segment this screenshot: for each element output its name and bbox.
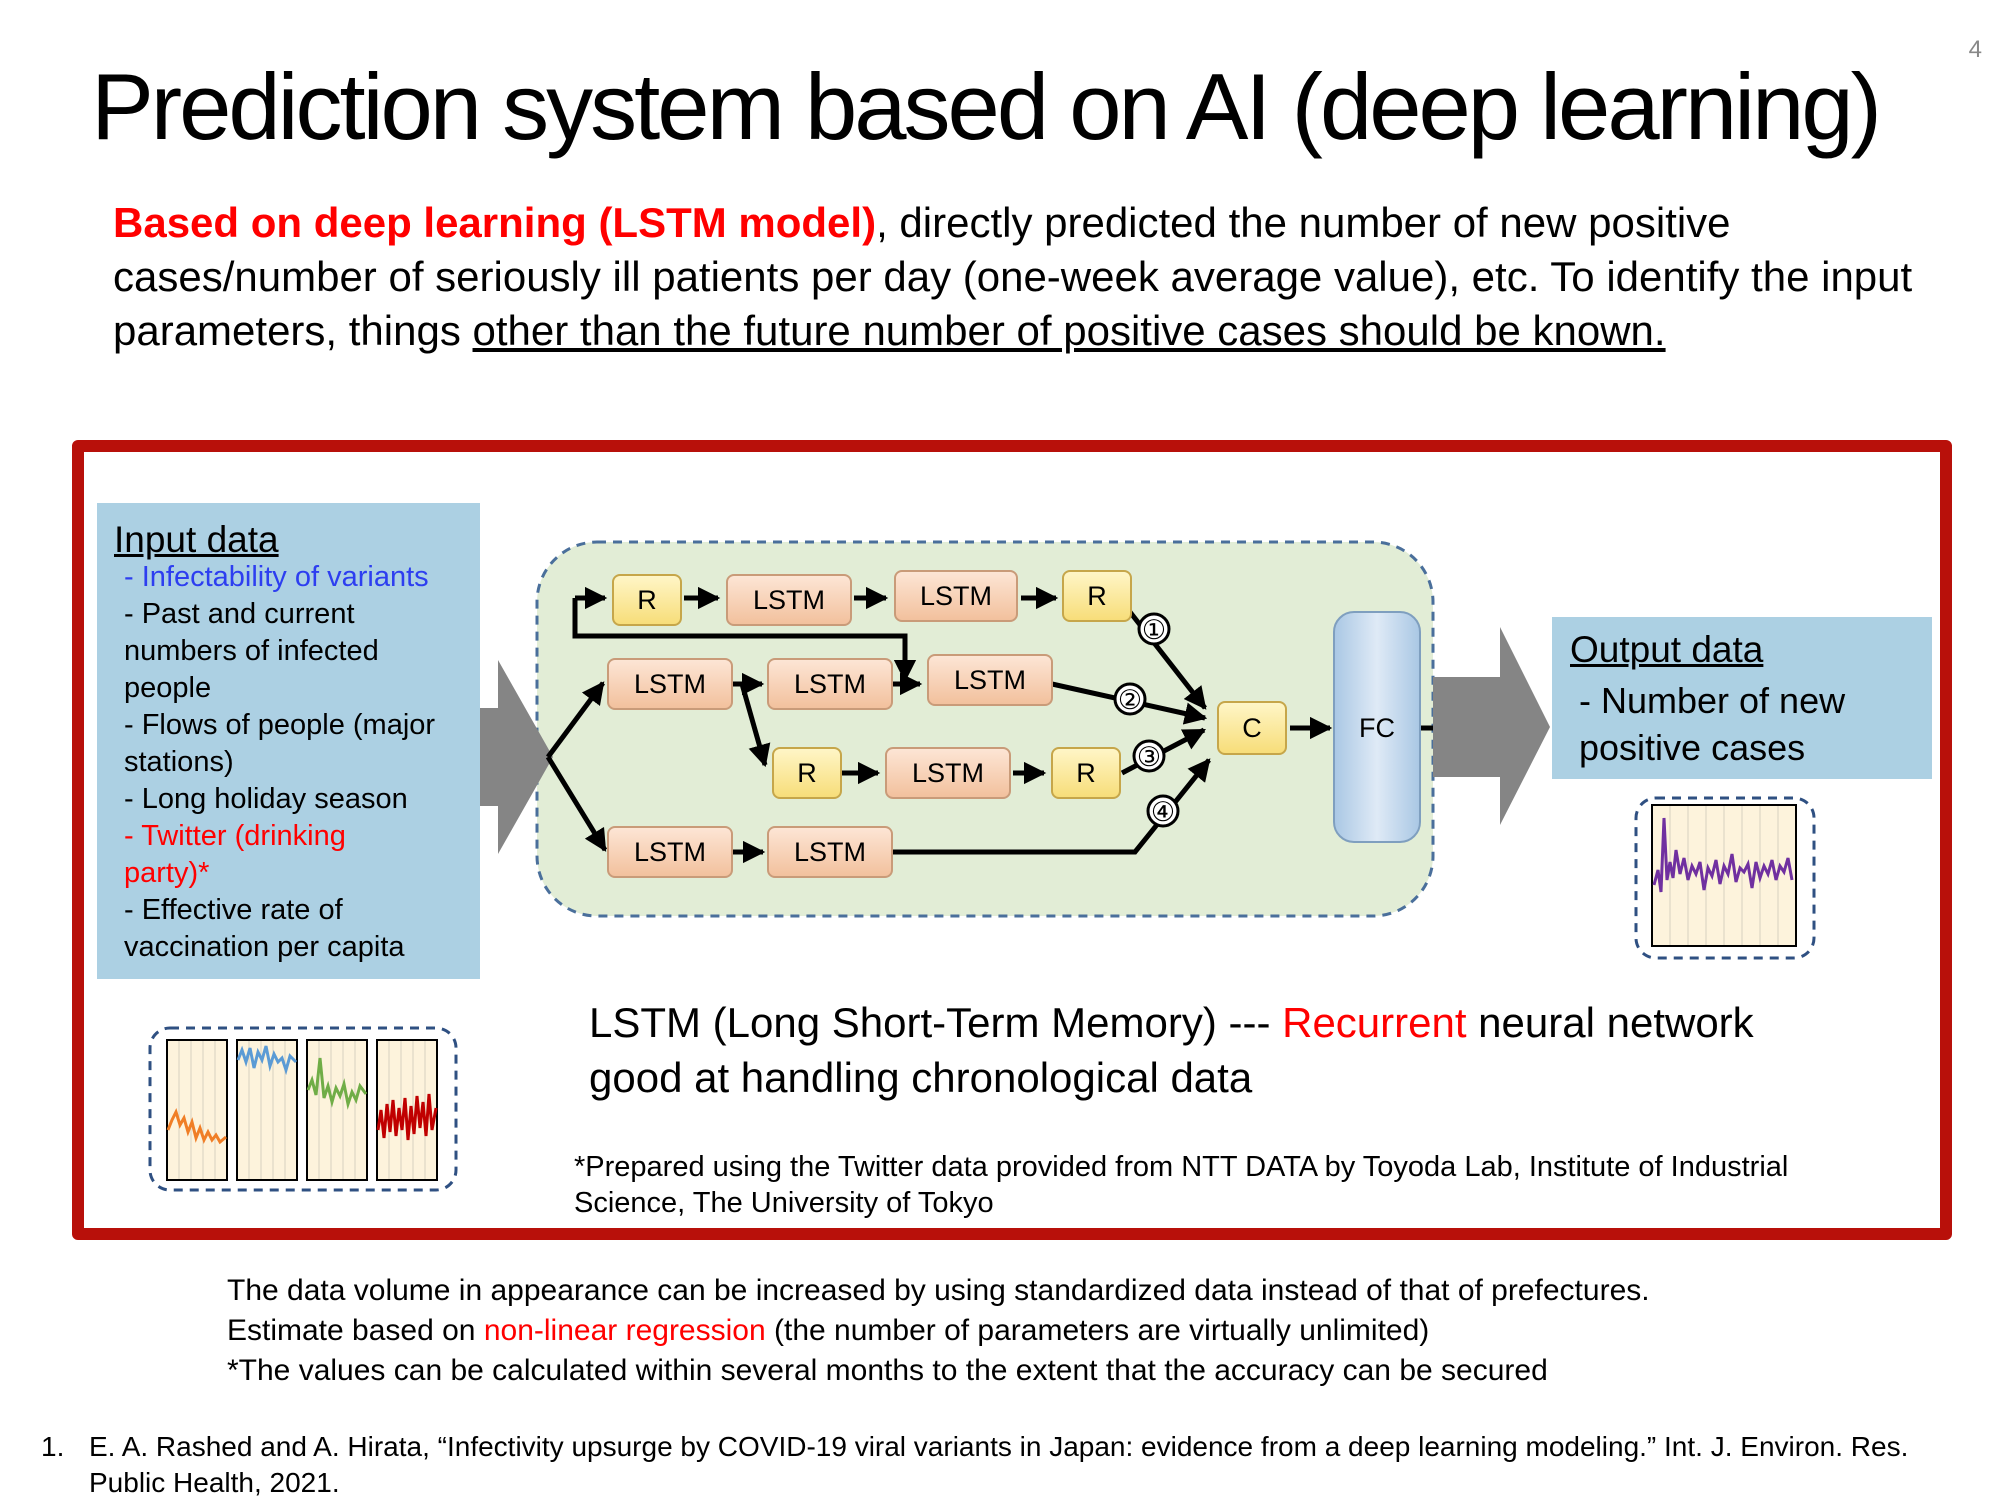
input-item-twitter-line1: - Twitter (drinking bbox=[124, 820, 346, 852]
bottom-line2-start: Estimate based on bbox=[227, 1314, 484, 1347]
output-data-panel: Output data - Number of new positive cas… bbox=[1552, 617, 1932, 779]
lstm-caption: LSTM (Long Short-Term Memory) --- Recurr… bbox=[589, 995, 1754, 1105]
caption-line1-start: LSTM (Long Short-Term Memory) --- bbox=[589, 999, 1283, 1046]
intro-text: , directly predicted the number of new p… bbox=[113, 199, 1913, 354]
input-item-holiday: - Long holiday season bbox=[124, 783, 408, 815]
input-item-variants: - Infectability of variants bbox=[124, 561, 429, 593]
caption-line1-end: neural network bbox=[1466, 999, 1754, 1046]
output-item-line1: - Number of new bbox=[1579, 680, 1846, 721]
bottom-line2-end: (the number of parameters are virtually … bbox=[765, 1314, 1430, 1347]
twitter-data-note: *Prepared using the Twitter data provide… bbox=[574, 1151, 1789, 1219]
caption-recurrent: Recurrent bbox=[1282, 999, 1467, 1046]
input-item-vaccination-line2: vaccination per capita bbox=[124, 931, 405, 963]
reference-text: E. A. Rashed and A. Hirata, “Infectivity… bbox=[89, 1431, 1909, 1498]
reference: 1. E. A. Rashed and A. Hirata, “Infectiv… bbox=[41, 1429, 1981, 1501]
output-item-line2: positive cases bbox=[1579, 727, 1806, 768]
bottom-line2-highlight: non-linear regression bbox=[483, 1314, 766, 1347]
bottom-line3: *The values can be calculated within sev… bbox=[227, 1354, 1548, 1387]
caption-line2: good at handling chronological data bbox=[589, 1054, 1253, 1101]
output-data-list: - Number of new positive cases bbox=[1579, 677, 1845, 771]
reference-number: 1. bbox=[41, 1431, 65, 1462]
output-data-title: Output data bbox=[1570, 629, 1764, 670]
main-frame bbox=[72, 440, 1952, 1240]
bottom-line1: The data volume in appearance can be inc… bbox=[227, 1274, 1650, 1307]
input-data-panel: Input data - Infectability of variants -… bbox=[97, 503, 480, 979]
input-data-title: Input data bbox=[114, 519, 279, 560]
input-item-infected-line2: numbers of infected bbox=[124, 635, 379, 667]
intro-underlined: other than the future number of positive… bbox=[472, 307, 1666, 354]
bottom-notes: The data volume in appearance can be inc… bbox=[227, 1271, 1650, 1391]
input-item-twitter-line2: party)* bbox=[124, 857, 210, 889]
input-item-flows-line1: - Flows of people (major bbox=[124, 709, 436, 741]
intro-paragraph: Based on deep learning (LSTM model), dir… bbox=[113, 196, 1913, 358]
input-item-infected-line1: - Past and current bbox=[124, 598, 355, 630]
page-title: Prediction system based on AI (deep lear… bbox=[91, 54, 1882, 159]
input-item-flows-line2: stations) bbox=[124, 746, 234, 778]
input-item-infected-line3: people bbox=[124, 672, 212, 704]
slide-number: 4 bbox=[1968, 36, 1982, 63]
intro-highlight: Based on deep learning (LSTM model) bbox=[113, 199, 877, 246]
input-data-list: - Infectability of variants - Past and c… bbox=[124, 559, 480, 966]
input-item-vaccination-line1: - Effective rate of bbox=[124, 894, 343, 926]
